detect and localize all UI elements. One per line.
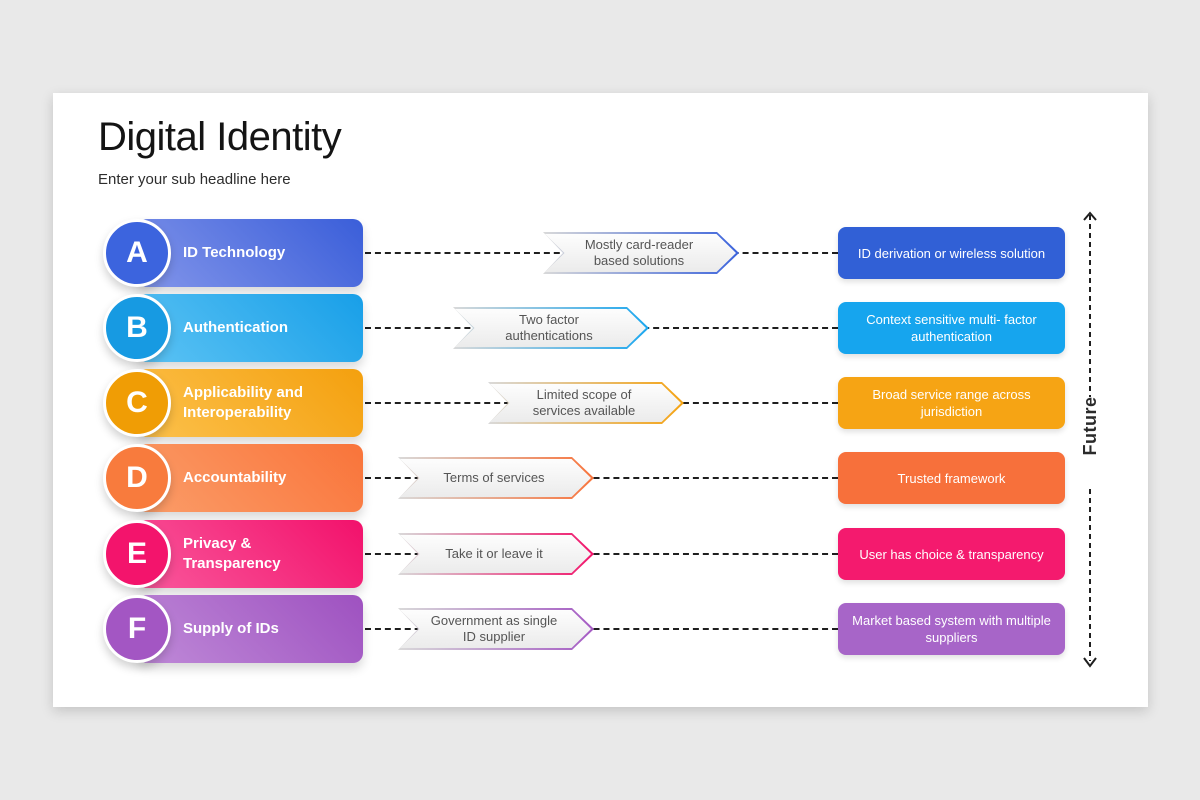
category-pill: Authentication <box>137 294 363 362</box>
present-state-label: Government as single ID supplier <box>430 613 558 644</box>
letter-badge-text: D <box>126 461 148 494</box>
present-state-label: Terms of services <box>443 470 545 485</box>
connector-dashed-line <box>365 477 838 479</box>
letter-badge: F <box>103 595 171 663</box>
future-axis-arrow <box>1083 211 1097 668</box>
category-pill: ID Technology <box>137 219 363 287</box>
future-state-box: Trusted framework <box>838 452 1065 504</box>
letter-badge: E <box>103 520 171 588</box>
future-axis-label: Future <box>1079 396 1100 456</box>
connector-dashed-line <box>365 628 838 630</box>
page-subtitle: Enter your sub headline here <box>98 171 291 188</box>
arrow-up-icon <box>1083 211 1097 221</box>
present-state-arrow: Mostly card-reader based solutions <box>543 232 739 274</box>
arrow-fill <box>455 309 646 347</box>
present-state-arrow: Take it or leave it <box>398 533 594 575</box>
slide-card: Digital Identity Enter your sub headline… <box>53 93 1148 707</box>
category-label: Supply of IDs <box>183 620 279 637</box>
future-state-box: User has choice & transparency <box>838 528 1065 580</box>
category-pill: Accountability <box>137 444 363 512</box>
page-title: Digital Identity <box>98 115 342 159</box>
arrow-fill <box>400 459 591 497</box>
arrow-fill <box>490 384 681 422</box>
present-state-arrow: Terms of services <box>398 457 594 499</box>
arrow-fill <box>545 234 736 272</box>
letter-badge-text: F <box>127 612 147 645</box>
arrow-down-icon <box>1083 657 1097 668</box>
letter-badge-text: B <box>126 311 148 344</box>
future-state-box: ID derivation or wireless solution <box>838 227 1065 279</box>
letter-badge: A <box>103 219 171 287</box>
category-label: Authentication <box>183 319 288 336</box>
category-pill: Supply of IDs <box>137 595 363 663</box>
present-state-label: Take it or leave it <box>445 546 543 561</box>
category-pill: Applicability and Interoperability <box>137 369 363 437</box>
category-pill: Privacy & Transparency <box>137 520 363 588</box>
future-state-box: Market based system with multiple suppli… <box>838 603 1065 655</box>
future-state-box: Broad service range across jurisdiction <box>838 377 1065 429</box>
letter-badge: B <box>103 294 171 362</box>
present-state-arrow: Limited scope of services available <box>488 382 684 424</box>
letter-badge-text: E <box>126 537 147 570</box>
present-state-label: Mostly card-reader based solutions <box>584 237 694 268</box>
category-label: ID Technology <box>183 244 286 261</box>
connector-dashed-line <box>365 553 838 555</box>
arrow-fill <box>400 610 591 648</box>
letter-badge-text: A <box>126 236 148 269</box>
arrow-fill <box>400 535 591 573</box>
category-label: Applicability and Interoperability <box>183 384 304 421</box>
letter-badge: C <box>103 369 171 437</box>
present-state-arrow: Government as single ID supplier <box>398 608 594 650</box>
present-state-label: Two factor authentications <box>505 312 593 343</box>
present-state-label: Limited scope of services available <box>532 387 636 418</box>
future-state-box: Context sensitive multi- factor authenti… <box>838 302 1065 354</box>
category-label: Privacy & Transparency <box>183 535 281 572</box>
slide-header: Digital Identity Enter your sub headline… <box>98 113 342 188</box>
category-label: Accountability <box>183 469 287 486</box>
letter-badge: D <box>103 444 171 512</box>
letter-badge-text: C <box>126 386 148 419</box>
present-state-arrow: Two factor authentications <box>453 307 649 349</box>
